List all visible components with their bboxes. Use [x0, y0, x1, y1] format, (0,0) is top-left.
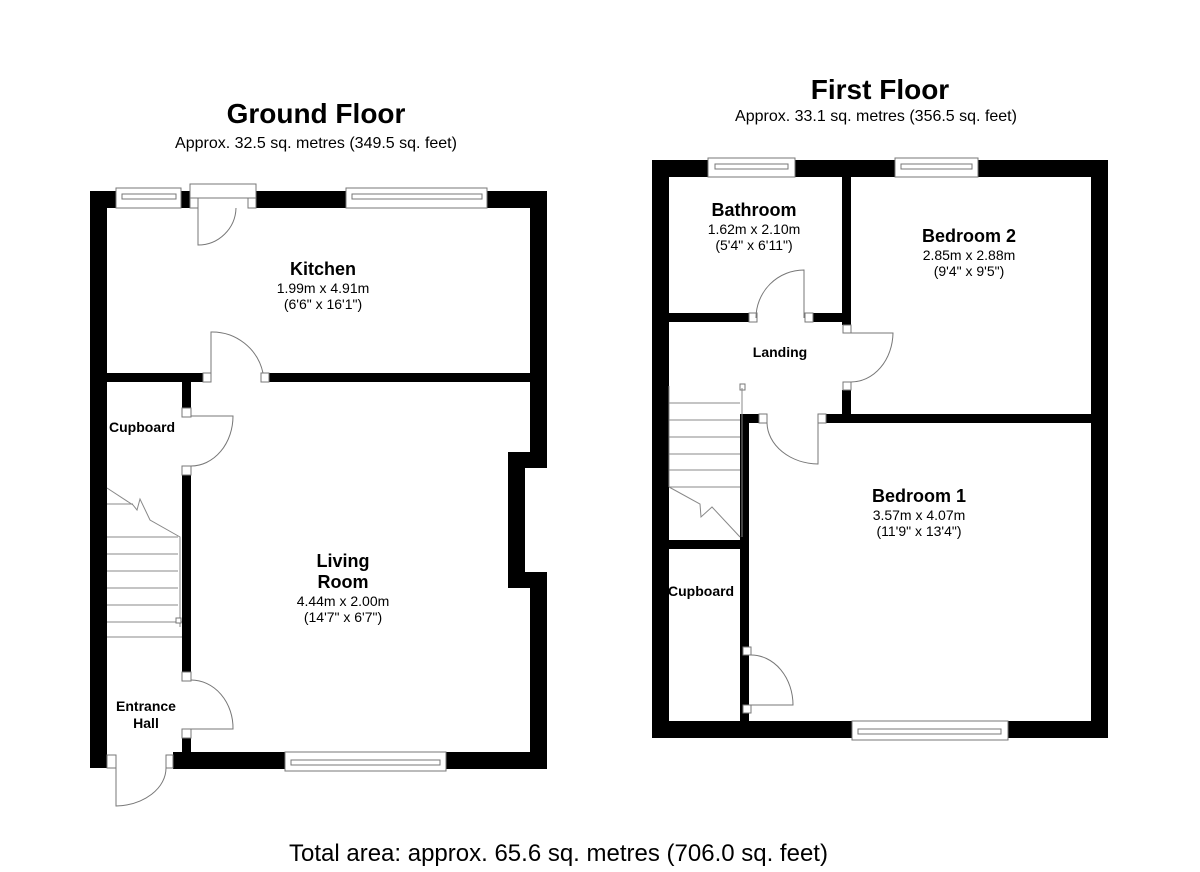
room-living-room: Living Room 4.44m x 2.00m (14'7" x 6'7") [243, 551, 443, 625]
ground-floor-title: Ground Floor [226, 98, 406, 129]
room-bedroom-1: Bedroom 1 3.57m x 4.07m (11'9" x 13'4") [839, 486, 999, 539]
room-name: Bedroom 2 [921, 226, 1017, 246]
room-dimensions-metric: 1.62m x 2.10m [707, 221, 801, 237]
first-floor-fixtures [668, 157, 1009, 741]
first-floor-area: Approx. 33.1 sq. metres (356.5 sq. feet) [735, 108, 1017, 125]
room-dimensions-metric: 2.85m x 2.88m [922, 247, 1016, 263]
room-dimensions-metric: 4.44m x 2.00m [296, 593, 390, 609]
room-bathroom: Bathroom 1.62m x 2.10m (5'4" x 6'11") [684, 200, 824, 253]
room-cupboard-ground: Cupboard [109, 419, 176, 435]
ground-floor-fixtures [106, 183, 488, 807]
ground-floor-walls [90, 191, 547, 769]
room-name-line2: Hall [133, 715, 159, 731]
room-dimensions-metric: 1.99m x 4.91m [276, 280, 370, 296]
room-dimensions-imperial: (5'4" x 6'11") [715, 237, 793, 253]
total-area: Total area: approx. 65.6 sq. metres (706… [289, 840, 828, 867]
ground-floor-area: Approx. 32.5 sq. metres (349.5 sq. feet) [175, 135, 457, 152]
room-name-line1: Entrance [116, 698, 176, 714]
room-entrance-hall: Entrance Hall [106, 698, 186, 732]
room-name-line2: Room [317, 572, 369, 592]
room-dimensions-imperial: (6'6" x 16'1") [283, 296, 363, 312]
room-bedroom-2: Bedroom 2 2.85m x 2.88m (9'4" x 9'5") [889, 226, 1049, 279]
room-dimensions-imperial: (11'9" x 13'4") [876, 523, 962, 539]
first-floor-title: First Floor [810, 74, 950, 105]
room-name: Bathroom [711, 200, 797, 220]
room-cupboard-first: Cupboard [668, 583, 735, 599]
room-kitchen: Kitchen 1.99m x 4.91m (6'6" x 16'1") [223, 259, 423, 312]
room-dimensions-imperial: (14'7" x 6'7") [303, 609, 383, 625]
room-name: Kitchen [289, 259, 356, 279]
room-name: Bedroom 1 [871, 486, 967, 506]
room-landing: Landing [752, 344, 808, 360]
room-dimensions-metric: 3.57m x 4.07m [872, 507, 966, 523]
first-floor-walls [652, 160, 1108, 738]
room-name-line1: Living [316, 551, 370, 571]
room-dimensions-imperial: (9'4" x 9'5") [933, 263, 1005, 279]
